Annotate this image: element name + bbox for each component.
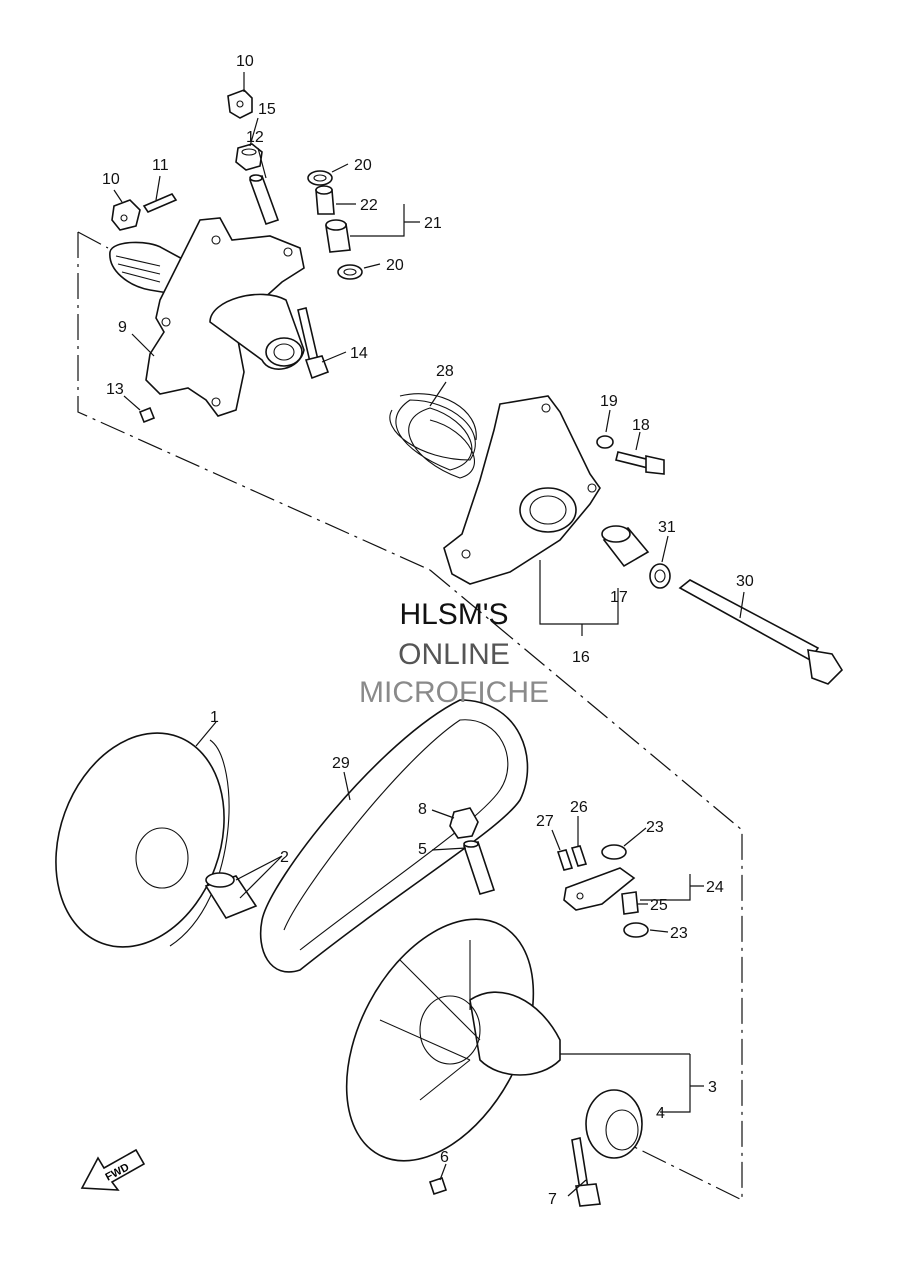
part-23-washer-top[interactable] (601, 844, 627, 860)
fwd-arrow-icon: FWD (80, 1148, 146, 1191)
callout-14[interactable]: 14 (350, 345, 368, 362)
part-15-nut[interactable] (235, 143, 263, 171)
part-10-clip-left[interactable] (111, 199, 141, 231)
watermark-line-2: ONLINE (398, 638, 510, 671)
callout-29[interactable]: 29 (332, 755, 350, 772)
leader-lines (113, 72, 745, 1197)
part-2-bushing[interactable] (204, 872, 258, 919)
part-30-long-bolt[interactable] (678, 579, 844, 685)
callout-18[interactable]: 18 (632, 417, 650, 434)
callout-10-left[interactable]: 10 (102, 171, 120, 188)
callout-31[interactable]: 31 (658, 519, 676, 536)
callout-13[interactable]: 13 (106, 381, 124, 398)
part-12-pin[interactable] (248, 174, 280, 226)
callout-10-top[interactable]: 10 (236, 53, 254, 70)
callout-27[interactable]: 27 (536, 813, 554, 830)
part-3-movable-sheave[interactable] (308, 888, 571, 1193)
callout-30[interactable]: 30 (736, 573, 754, 590)
part-1-fixed-sheave[interactable] (27, 709, 253, 970)
part-10-clip-top[interactable] (227, 89, 253, 119)
part-26-pin[interactable] (570, 845, 588, 867)
callout-26[interactable]: 26 (570, 799, 588, 816)
callout-28[interactable]: 28 (436, 363, 454, 380)
watermark-line-1: HLSM'S (399, 598, 508, 631)
callout-5[interactable]: 5 (418, 841, 427, 858)
callout-12[interactable]: 12 (246, 129, 264, 146)
callout-20-bottom[interactable]: 20 (386, 257, 404, 274)
part-31-washer[interactable] (649, 563, 671, 589)
part-29-drive-belt[interactable] (259, 699, 529, 973)
part-16-cover-plate[interactable] (443, 395, 601, 585)
callout-7[interactable]: 7 (548, 1191, 557, 1208)
callout-1[interactable]: 1 (210, 709, 219, 726)
callout-20-top[interactable]: 20 (354, 157, 372, 174)
part-23-washer-bottom[interactable] (623, 922, 649, 938)
part-21-roller[interactable] (325, 219, 351, 253)
callout-4[interactable]: 4 (656, 1105, 665, 1122)
part-9-spider-hub[interactable] (109, 217, 305, 417)
part-6-cap[interactable] (428, 1176, 448, 1196)
callout-9[interactable]: 9 (118, 319, 127, 336)
part-13-cap[interactable] (138, 406, 156, 424)
part-27-pin[interactable] (556, 849, 574, 871)
watermark-line-3: MICROFICHE (359, 676, 549, 709)
callout-17[interactable]: 17 (610, 589, 628, 606)
watermark: HLSM'S ONLINE MICROFICHE (359, 598, 549, 709)
callout-3[interactable]: 3 (708, 1079, 717, 1096)
part-11-pin[interactable] (142, 193, 178, 213)
part-22-bushing[interactable] (315, 185, 335, 215)
part-19-washer[interactable] (596, 435, 614, 449)
callout-15[interactable]: 15 (258, 101, 276, 118)
part-17-bushing[interactable] (601, 525, 650, 568)
fwd-label: FWD (104, 1161, 132, 1183)
part-4-bushing[interactable] (585, 1089, 643, 1159)
callout-2[interactable]: 2 (280, 849, 289, 866)
callout-11[interactable]: 11 (152, 157, 169, 174)
callout-19[interactable]: 19 (600, 393, 618, 410)
assembly-boundary-lines (77, 231, 743, 1201)
callout-16[interactable]: 16 (572, 649, 590, 666)
callout-24[interactable]: 24 (706, 879, 724, 896)
callout-21[interactable]: 21 (424, 215, 442, 232)
callout-23-bottom[interactable]: 23 (670, 925, 688, 942)
part-24-arm[interactable] (563, 867, 636, 911)
callout-6[interactable]: 6 (440, 1149, 449, 1166)
callout-25[interactable]: 25 (650, 897, 668, 914)
part-14-bolt[interactable] (297, 307, 330, 380)
part-28-spring[interactable] (389, 393, 477, 479)
callout-8[interactable]: 8 (418, 801, 427, 818)
part-8-nut[interactable] (449, 807, 479, 839)
part-25-roller[interactable] (621, 891, 639, 915)
part-20-washer-bottom[interactable] (337, 264, 363, 280)
part-5-pin[interactable] (462, 840, 496, 895)
part-18-bolt[interactable] (615, 451, 665, 475)
part-7-bolt[interactable] (571, 1137, 601, 1207)
part-20-washer-top[interactable] (307, 170, 333, 186)
callout-23-top[interactable]: 23 (646, 819, 664, 836)
callout-22[interactable]: 22 (360, 197, 378, 214)
callout-numbers: 10 15 12 20 22 21 20 10 11 9 14 13 28 19… (102, 53, 754, 1208)
